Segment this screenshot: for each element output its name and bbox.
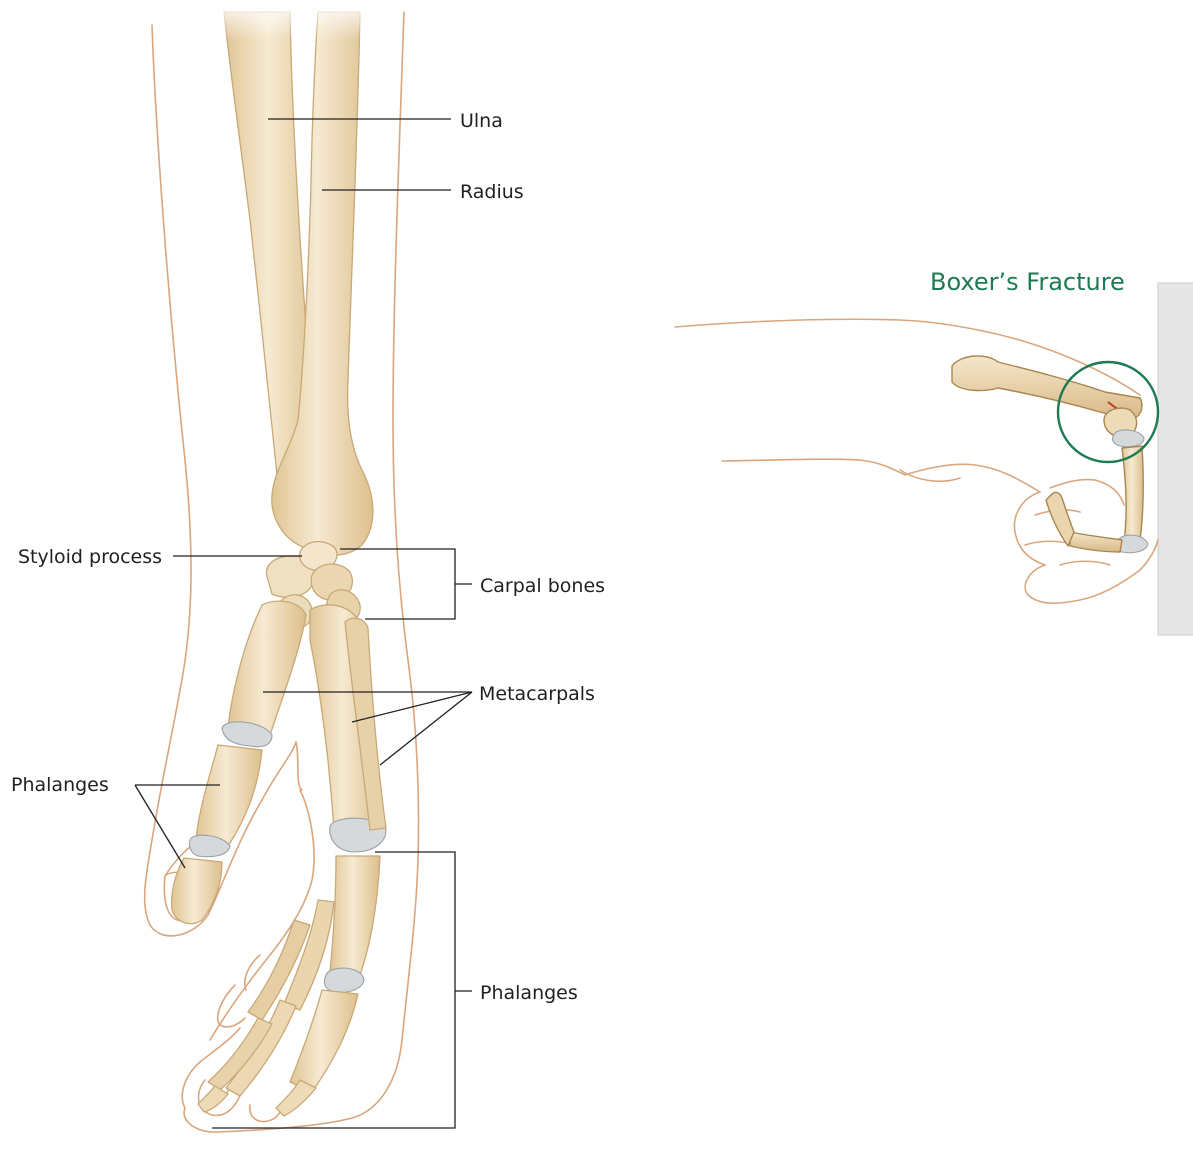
fist-skin-outline <box>675 319 1158 603</box>
label-metacarpals: Metacarpals <box>479 683 595 705</box>
label-carpal-bones: Carpal bones <box>480 575 605 597</box>
wall <box>1158 283 1193 635</box>
label-styloid-process: Styloid process <box>18 546 162 568</box>
label-phalanges-thumb: Phalanges <box>11 774 109 796</box>
boxers-fracture-inset: Boxer’s Fracture <box>675 268 1193 635</box>
label-ulna: Ulna <box>460 110 503 132</box>
label-radius: Radius <box>460 181 524 203</box>
finger-phalanges <box>198 856 380 1116</box>
label-phalanges-fingers: Phalanges <box>480 982 578 1004</box>
inset-title: Boxer’s Fracture <box>930 268 1125 296</box>
fist-bones <box>952 356 1148 553</box>
